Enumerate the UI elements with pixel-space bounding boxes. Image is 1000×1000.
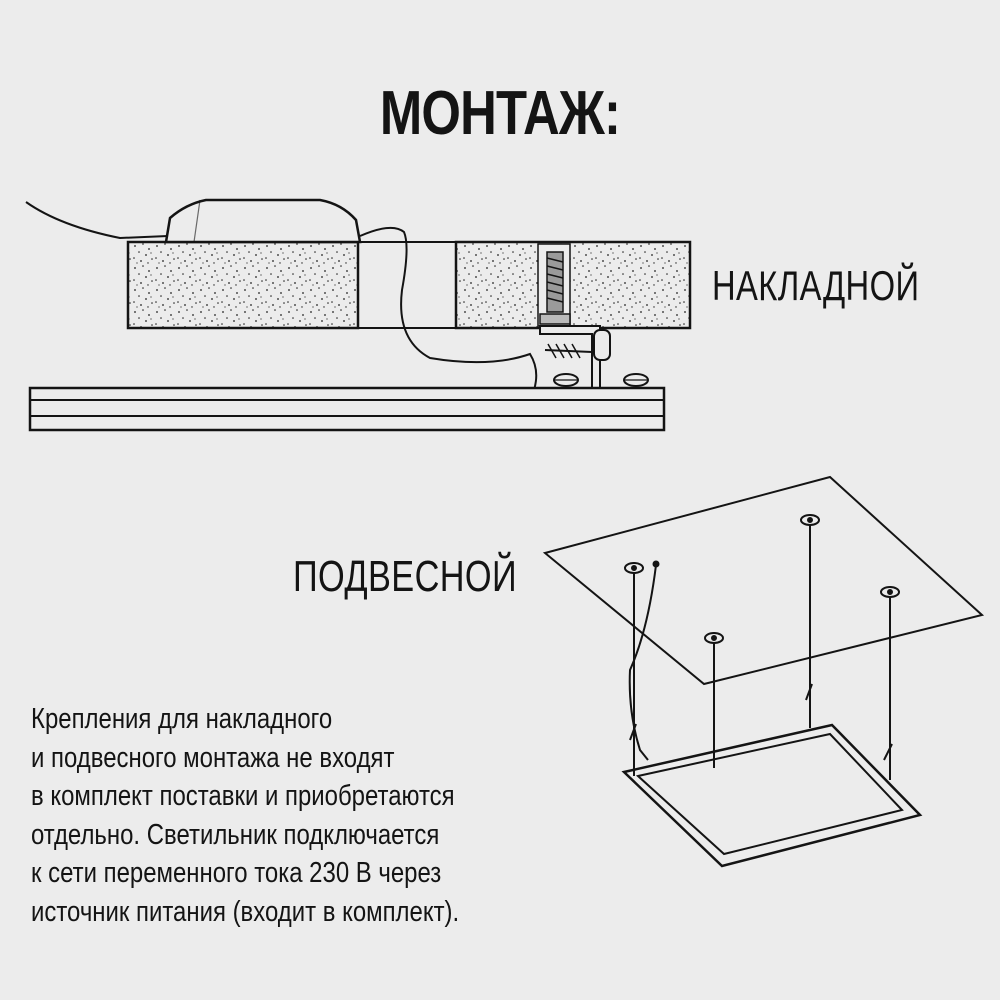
ceiling-anchors xyxy=(624,514,900,644)
driver-cable xyxy=(359,226,538,391)
suspension-cables xyxy=(628,522,893,780)
mains-cable xyxy=(25,201,169,240)
screw-in-ceiling xyxy=(539,251,571,325)
note-line: Крепления для накладного xyxy=(31,703,333,735)
suspended-mount-label: ПОДВЕСНОЙ xyxy=(293,552,518,601)
overlay-mount-label: НАКЛАДНОЙ xyxy=(712,262,920,309)
note-line: к сети переменного тока 230 В через xyxy=(31,857,442,889)
led-panel-profile xyxy=(28,386,666,432)
mounting-bracket xyxy=(539,325,649,391)
ceiling-board-left xyxy=(126,240,360,330)
ceiling-plane xyxy=(542,475,985,686)
note-line: источник питания (входит в комплект). xyxy=(31,895,460,928)
page-title: МОНТАЖ: xyxy=(379,79,621,148)
suspended-panel xyxy=(621,723,923,868)
installation-note: Крепления для накладного и подвесного мо… xyxy=(31,700,569,931)
note-line: и подвесного монтажа не входят xyxy=(31,741,395,774)
note-line: отдельно. Светильник подключается xyxy=(31,818,440,851)
ceiling-board-right xyxy=(454,240,692,330)
power-supply-box xyxy=(164,198,362,244)
note-line: в комплект поставки и приобретаются xyxy=(31,780,455,812)
